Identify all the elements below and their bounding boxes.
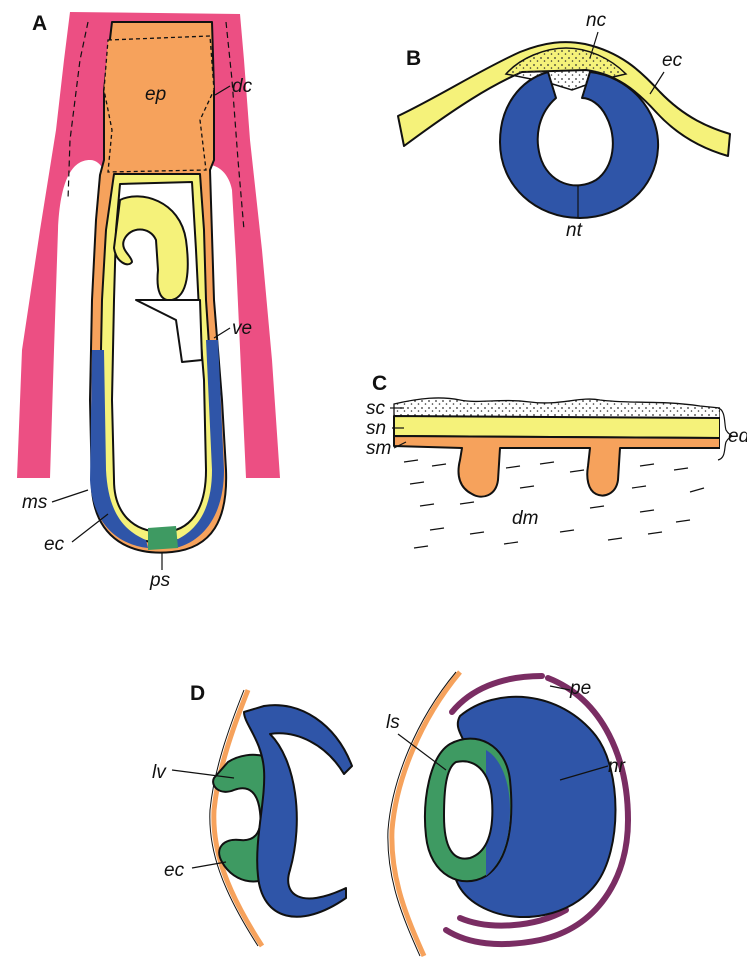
panel-d: D lv ec ls pe nr — [152, 672, 628, 956]
label-pe: pe — [569, 678, 591, 699]
stratum-basale — [394, 436, 720, 497]
label-dm: dm — [512, 508, 538, 529]
label-ec-b: ec — [662, 50, 683, 71]
panel-b-letter: B — [406, 47, 421, 70]
lens-cavity — [444, 761, 492, 858]
panel-d-letter: D — [190, 682, 205, 705]
panel-b: B nc ec nt — [398, 10, 730, 241]
panel-c-letter: C — [372, 372, 387, 395]
label-sc: sc — [366, 398, 386, 419]
label-ls: ls — [386, 712, 400, 733]
label-ed: ed — [728, 426, 747, 447]
label-ve: ve — [232, 318, 252, 339]
label-nc: nc — [586, 10, 607, 31]
panel-a: A ep dc ve ms ec ps — [17, 12, 280, 591]
label-ec-a: ec — [44, 534, 65, 555]
panel-c: C sc sn — [366, 372, 747, 548]
label-ec-d: ec — [164, 860, 185, 881]
label-dc: dc — [232, 76, 253, 97]
leader-ms — [52, 490, 88, 502]
leader-ec-a — [72, 514, 108, 542]
label-ms: ms — [22, 492, 48, 513]
primitive-streak — [148, 526, 178, 550]
label-ep: ep — [145, 84, 166, 105]
label-nt: nt — [566, 220, 583, 241]
dermis-dashes — [404, 460, 704, 548]
label-lv: lv — [152, 762, 167, 783]
panel-a-letter: A — [32, 12, 47, 35]
label-sn: sn — [366, 418, 386, 439]
neural-tube — [500, 72, 658, 218]
label-sm: sm — [366, 438, 391, 459]
stratum-corneum — [394, 398, 720, 418]
label-nr: nr — [608, 756, 626, 777]
stratum-spinosum — [394, 416, 720, 438]
label-ps: ps — [149, 570, 171, 591]
